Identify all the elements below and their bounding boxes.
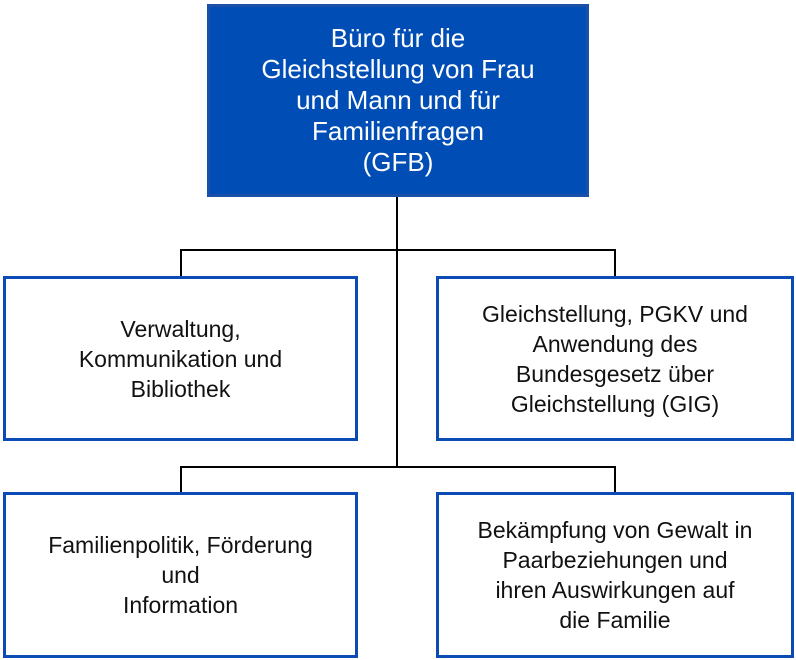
unit-familienpolitik: Familienpolitik, Förderung und Informati… [3, 492, 358, 658]
connector-row1-right [614, 249, 616, 278]
unit-label: Gleichstellung, PGKV und Anwendung des B… [482, 300, 748, 417]
unit-label: Bekämpfung von Gewalt in Paarbeziehungen… [477, 517, 753, 633]
connector-row2-right [614, 466, 616, 494]
unit-gleichstellung: Gleichstellung, PGKV und Anwendung des B… [436, 276, 794, 441]
connector-row2-left [180, 466, 182, 494]
unit-verwaltung: Verwaltung, Kommunikation und Bibliothek [3, 276, 358, 441]
unit-gewalt: Bekämpfung von Gewalt in Paarbeziehungen… [436, 492, 794, 658]
connector-row2 [180, 466, 616, 468]
connector-row1-left [180, 249, 182, 278]
unit-label: Verwaltung, Kommunikation und Bibliothek [78, 315, 283, 402]
connector-row1 [180, 249, 616, 251]
unit-label: Familienpolitik, Förderung und Informati… [48, 532, 313, 618]
root-node-gfb: Büro für die Gleichstellung von Frau und… [207, 4, 589, 197]
root-node-label: Büro für die Gleichstellung von Frau und… [261, 23, 535, 177]
connector-trunk [396, 195, 398, 468]
